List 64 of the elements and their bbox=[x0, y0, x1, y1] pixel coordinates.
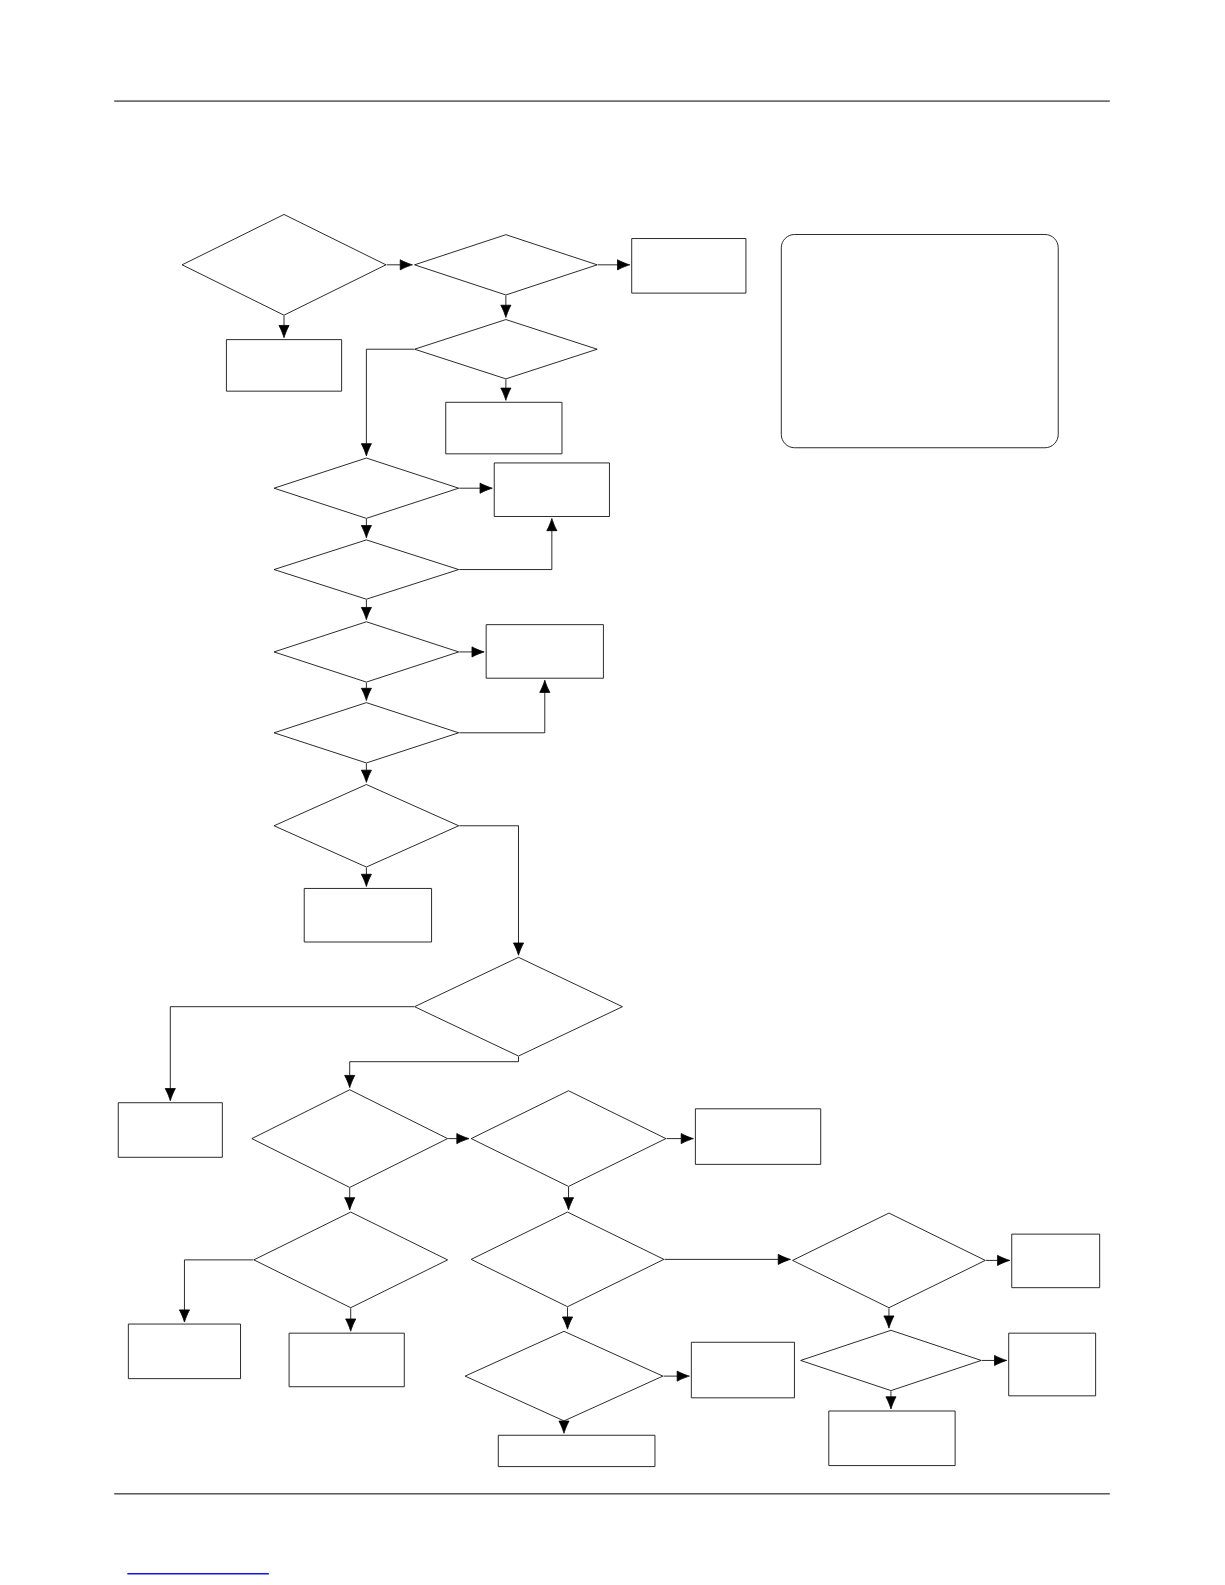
decision-diamond bbox=[470, 1211, 665, 1308]
process-box bbox=[117, 1102, 223, 1158]
decision-diamond bbox=[414, 956, 623, 1057]
arrow bbox=[500, 379, 512, 401]
decision-diamond bbox=[464, 1330, 664, 1422]
decision-diamond bbox=[273, 784, 460, 868]
decision-diamond bbox=[273, 539, 460, 600]
process-box bbox=[690, 1341, 795, 1399]
arrow bbox=[344, 1187, 356, 1211]
arrow bbox=[360, 867, 372, 887]
process-box bbox=[828, 1410, 956, 1466]
decision-diamond bbox=[253, 1211, 448, 1309]
arrow bbox=[500, 295, 512, 318]
decision-diamond bbox=[181, 214, 387, 316]
process-box bbox=[485, 624, 604, 679]
process-box bbox=[694, 1108, 822, 1165]
arrow bbox=[458, 518, 558, 570]
arrow bbox=[178, 1259, 254, 1323]
process-box bbox=[497, 1434, 656, 1467]
arrow bbox=[360, 682, 372, 701]
arrow bbox=[663, 1370, 690, 1382]
decision-diamond bbox=[414, 234, 598, 296]
process-box bbox=[445, 401, 563, 455]
decision-diamond bbox=[273, 457, 460, 519]
arrow bbox=[345, 1307, 357, 1332]
arrow bbox=[597, 259, 631, 271]
decision-diamond bbox=[414, 319, 598, 380]
process-box bbox=[1008, 1332, 1097, 1397]
arrow bbox=[386, 259, 413, 271]
arrow bbox=[278, 315, 290, 339]
arrow bbox=[985, 1254, 1011, 1266]
arrow bbox=[883, 1307, 895, 1329]
arrow bbox=[458, 482, 493, 494]
process-box bbox=[631, 238, 747, 294]
arrow bbox=[885, 1390, 897, 1410]
arrow bbox=[666, 1133, 694, 1145]
decision-diamond bbox=[470, 1090, 667, 1187]
arrow bbox=[344, 1056, 519, 1088]
process-box bbox=[288, 1332, 405, 1388]
process-box bbox=[127, 1323, 241, 1380]
arrow bbox=[360, 763, 372, 783]
decision-diamond bbox=[273, 621, 460, 683]
arrow bbox=[447, 1133, 470, 1145]
decision-diamond bbox=[273, 702, 460, 764]
arrow bbox=[558, 1420, 570, 1434]
arrow bbox=[458, 646, 485, 658]
process-box bbox=[226, 339, 343, 392]
arrow bbox=[563, 1186, 575, 1211]
process-box bbox=[303, 888, 432, 943]
arrow bbox=[458, 679, 551, 734]
arrow bbox=[360, 599, 372, 621]
arrow bbox=[164, 1006, 415, 1102]
arrow bbox=[458, 825, 524, 956]
arrow bbox=[360, 518, 372, 539]
arrow bbox=[664, 1253, 791, 1265]
process-box bbox=[1011, 1233, 1101, 1289]
arrow bbox=[981, 1354, 1008, 1366]
arrow bbox=[360, 348, 415, 457]
decision-diamond bbox=[792, 1212, 986, 1309]
decision-diamond bbox=[251, 1089, 448, 1188]
decision-diamond bbox=[800, 1329, 982, 1391]
note-panel bbox=[780, 234, 1059, 449]
arrow bbox=[562, 1306, 573, 1330]
process-box bbox=[493, 462, 610, 517]
